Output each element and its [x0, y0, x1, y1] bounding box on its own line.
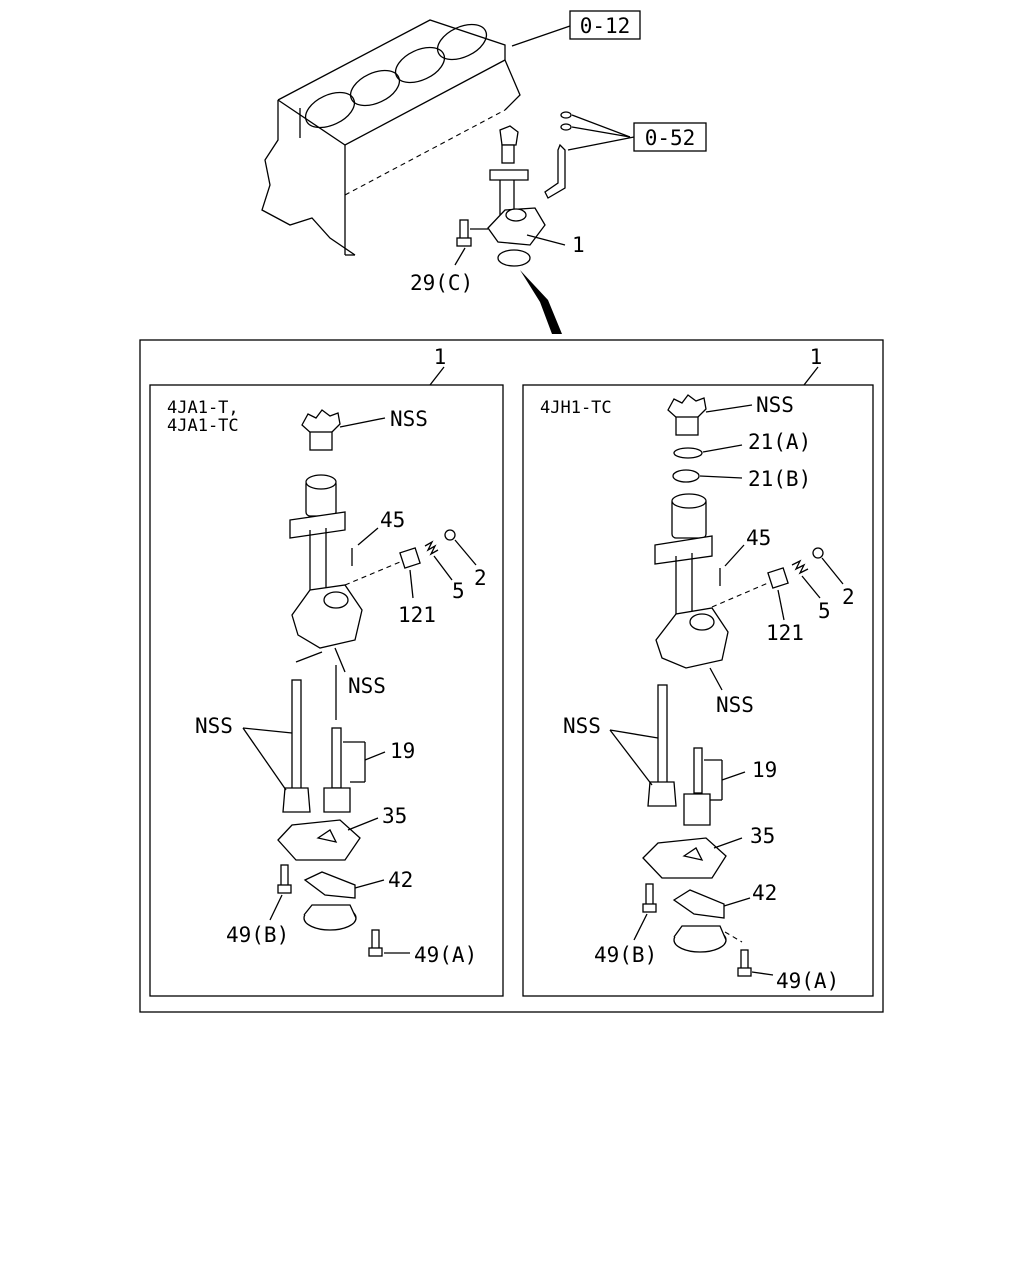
left-body-label: NSS: [348, 674, 386, 698]
right-gear-set-label: 19: [752, 758, 777, 782]
left-pin-label: 45: [380, 508, 405, 532]
bolt-29c-callout: 29(C): [410, 271, 473, 295]
left-engine-model-1: 4JA1-T,: [167, 398, 239, 418]
left-shaft-gear-label: NSS: [195, 714, 233, 738]
right-variant-panel: 1 4JH1-TC NSS 21(A) 21(B) NSS 45: [522, 345, 874, 997]
left-group-callout: 1: [434, 345, 447, 369]
left-engine-model-2: 4JA1-TC: [167, 416, 239, 436]
right-shaft-gear-label: NSS: [563, 714, 601, 738]
engine-block-drawing: [261, 19, 521, 256]
right-engine-model: 4JH1-TC: [540, 398, 612, 418]
left-spring-label: 5: [452, 579, 465, 603]
left-plug-label: 2: [474, 566, 487, 590]
oil-pipe-ref-label: 0-52: [645, 126, 696, 150]
left-gear-set-label: 19: [390, 739, 415, 763]
left-cover-label: 35: [382, 804, 407, 828]
left-relief-valve-label: 121: [398, 603, 436, 627]
right-relief-valve-label: 121: [766, 621, 804, 645]
left-bolt-a-label: 49(A): [414, 943, 477, 967]
right-gear-top-label: NSS: [756, 393, 794, 417]
oil-pipe-ref-callout: 0-52: [567, 114, 707, 152]
right-pin-label: 45: [746, 526, 771, 550]
right-cover-label: 35: [750, 824, 775, 848]
right-plug-label: 2: [842, 585, 855, 609]
right-bolt-b-label: 49(B): [594, 943, 657, 967]
right-group-callout: 1: [810, 345, 823, 369]
oil-pump-overview: 1 29(C): [410, 111, 585, 334]
right-oring-a-label: 21(A): [748, 430, 811, 454]
block-ref-label: 0-12: [580, 14, 631, 38]
left-variant-panel: 1 4JA1-T, 4JA1-TC NSS NSS 45 121 5 2: [149, 345, 504, 997]
right-spring-label: 5: [818, 599, 831, 623]
left-bolt-b-label: 49(B): [226, 923, 289, 947]
right-bolt-a-label: 49(A): [776, 969, 839, 993]
right-body-label: NSS: [716, 693, 754, 717]
block-ref-callout: 0-12: [511, 10, 641, 47]
oil-pump-callout: 1: [572, 233, 585, 257]
right-strainer-label: 42: [752, 881, 777, 905]
detail-frame: [139, 339, 884, 1013]
left-strainer-label: 42: [388, 868, 413, 892]
right-oring-b-label: 21(B): [748, 467, 811, 491]
left-gear-top-label: NSS: [390, 407, 428, 431]
